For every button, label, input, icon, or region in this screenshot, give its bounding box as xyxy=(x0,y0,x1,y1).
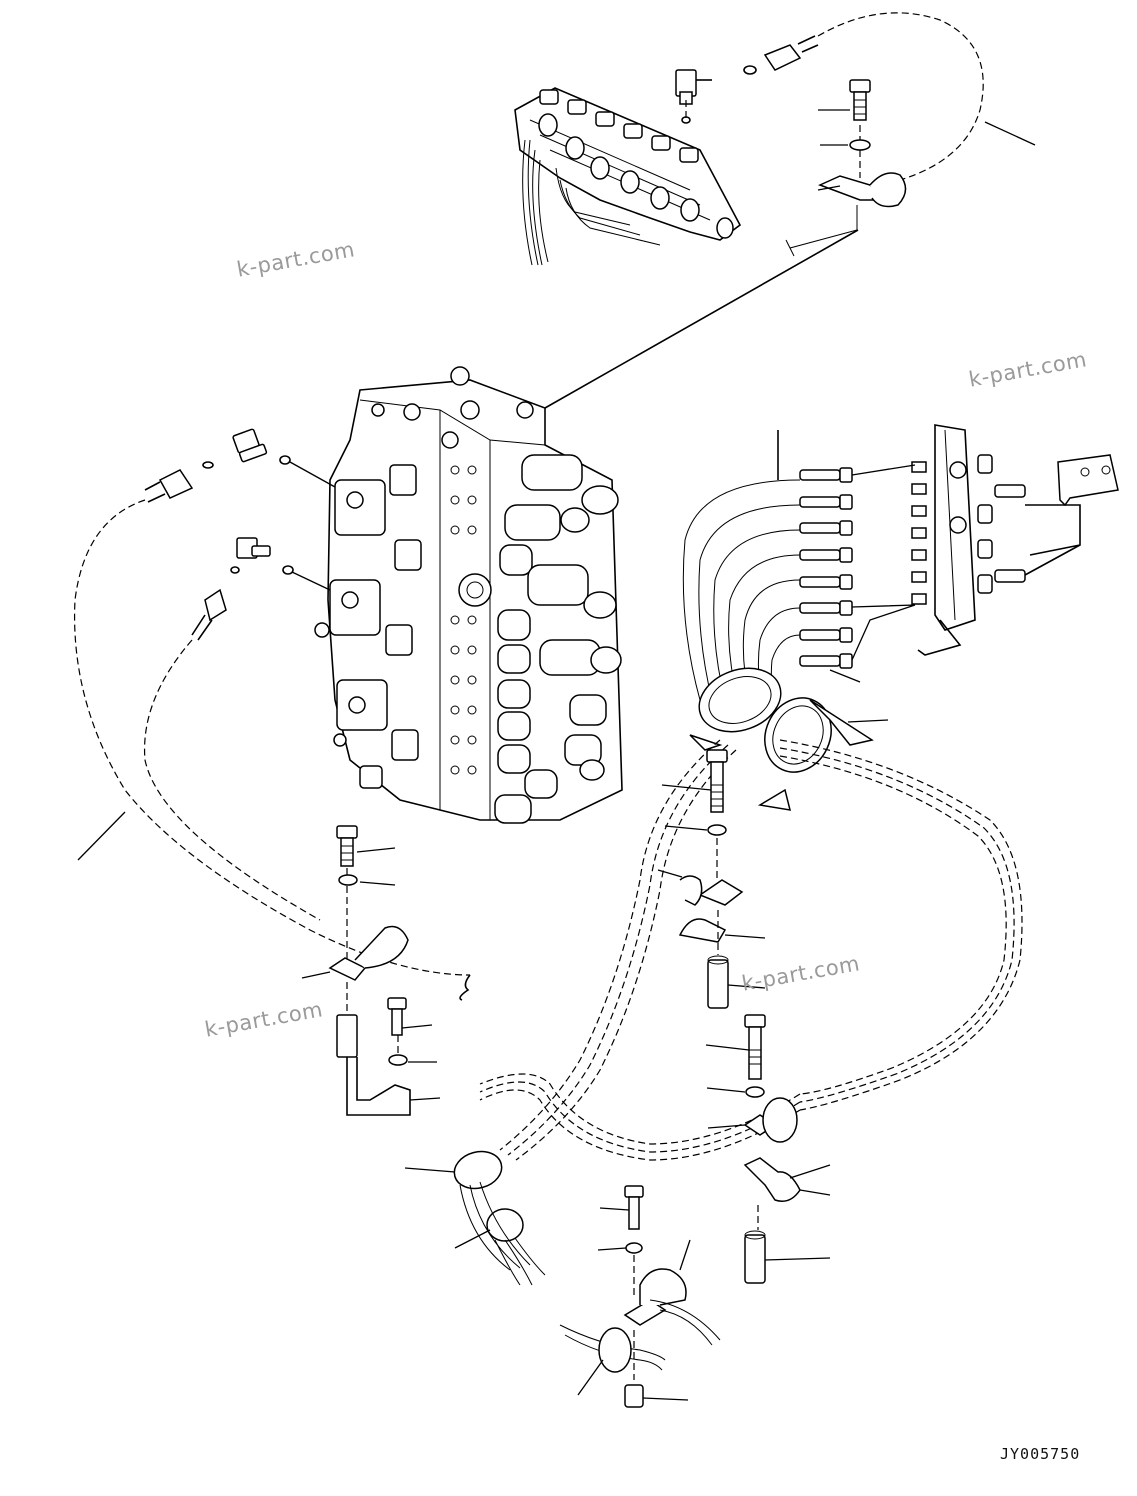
bolt-left xyxy=(336,825,396,867)
protective-sleeve xyxy=(689,667,874,811)
bolt-long xyxy=(705,1014,766,1080)
hose-bundle xyxy=(479,739,1023,1161)
main-control-valve xyxy=(314,366,623,824)
hose-plugs xyxy=(799,467,853,669)
drawing-code: JY005750 xyxy=(1000,1445,1081,1463)
elbow-fitting-lower xyxy=(191,537,331,641)
bolt-top-right xyxy=(849,79,871,121)
bolt-bottom xyxy=(599,1185,644,1230)
bolt-small xyxy=(387,997,433,1036)
pressure-switch-block xyxy=(911,424,1119,656)
elbow-fitting-upper xyxy=(144,428,336,503)
solenoid-valve-block xyxy=(514,35,819,266)
bolt-center xyxy=(661,749,728,813)
